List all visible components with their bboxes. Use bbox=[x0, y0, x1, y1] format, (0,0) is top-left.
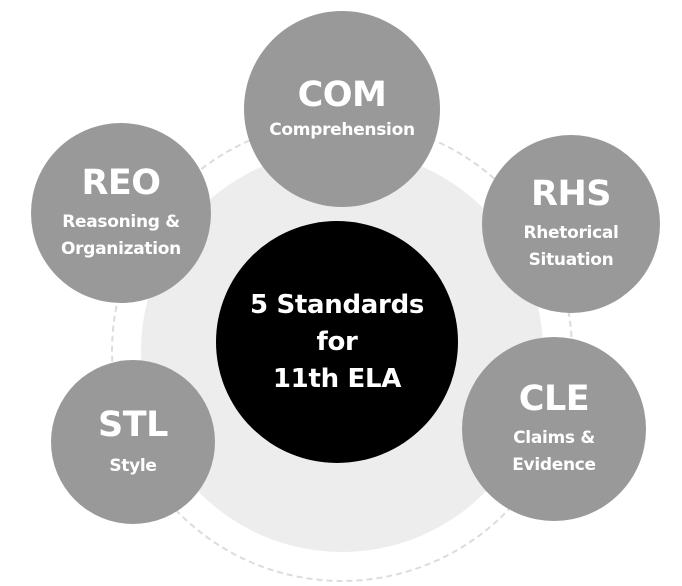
center-title: 5 Standards for 11th ELA bbox=[249, 289, 425, 394]
standard-code: COM bbox=[297, 74, 387, 115]
standard-node-cle: CLE Claims & Evidence bbox=[462, 337, 646, 521]
standard-code: CLE bbox=[518, 379, 590, 419]
standard-name: Reasoning & Organization bbox=[61, 212, 181, 259]
standard-code: STL bbox=[98, 404, 168, 445]
standard-name: Rhetorical Situation bbox=[523, 223, 619, 270]
standard-name: Comprehension bbox=[269, 119, 415, 140]
standard-node-stl: STL Style bbox=[51, 360, 215, 524]
standard-name: Style bbox=[109, 455, 157, 476]
center-hub: 5 Standards for 11th ELA bbox=[216, 221, 458, 463]
standard-node-rhs: RHS Rhetorical Situation bbox=[482, 135, 660, 313]
standard-code: RHS bbox=[531, 174, 611, 214]
standard-node-com: COM Comprehension bbox=[244, 11, 440, 207]
standard-code: REO bbox=[81, 163, 161, 203]
standard-name: Claims & Evidence bbox=[512, 428, 596, 475]
standard-node-reo: REO Reasoning & Organization bbox=[31, 123, 211, 303]
